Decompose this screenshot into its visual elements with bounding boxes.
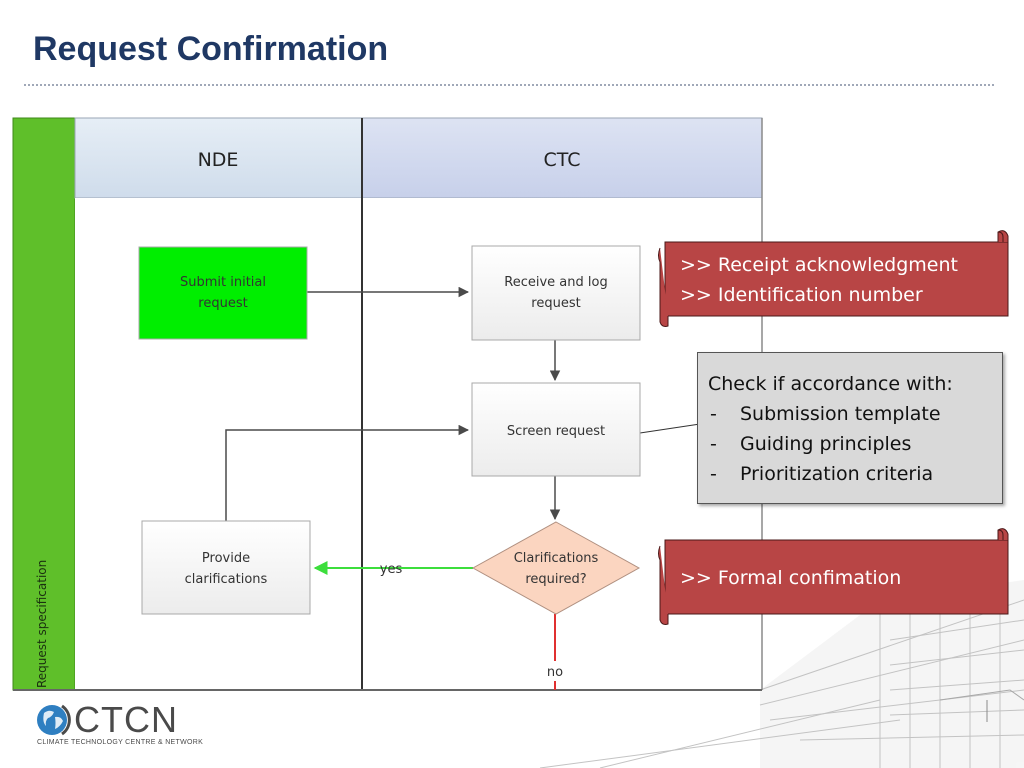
phase-label: Request specification — [35, 560, 49, 688]
lane-label-nde: NDE — [198, 149, 239, 171]
globe-icon — [37, 704, 71, 736]
title-divider — [24, 84, 994, 86]
ctcn-logo: CTCN CLIMATE TECHNOLOGY CENTRE & NETWORK — [36, 699, 203, 746]
receive-log-label-line1: Receive and log — [504, 275, 607, 290]
slide-title: Request Confirmation — [33, 30, 389, 68]
provide-clarifications-label-line2: clarifications — [185, 572, 268, 587]
check-heading: Check if accordance with: — [708, 373, 953, 395]
submit-request-label-line1: Submit initial — [180, 275, 266, 290]
submit-request-label-line2: request — [198, 296, 247, 311]
submit-request-box — [138, 246, 308, 340]
decision-label-line1: Clarifications — [514, 551, 599, 566]
arrow-clarifications-to-screen — [225, 424, 470, 521]
lane-header-nde — [74, 117, 363, 199]
check-item: Submission template — [708, 399, 992, 429]
receive-log-label-line2: request — [531, 296, 580, 311]
check-item: Guiding principles — [708, 429, 992, 459]
check-callout-box: Check if accordance with: Submission tem… — [697, 352, 1003, 504]
lane-header-ctc — [361, 117, 763, 199]
identification-line: >> Identification number — [680, 284, 923, 306]
logo-wordmark: CTCN — [74, 699, 178, 740]
phase-bar — [13, 118, 75, 690]
decision-label-line2: required? — [525, 572, 586, 587]
building-sketch-illustration — [539, 580, 1024, 768]
formal-scroll-callout — [658, 528, 1009, 625]
check-item: Prioritization criteria — [708, 459, 992, 489]
screen-request-box — [471, 382, 641, 477]
yes-label: yes — [380, 562, 403, 577]
receipt-callout-text: >> Receipt acknowledgment >> Identificat… — [680, 250, 958, 310]
logo-subtitle: CLIMATE TECHNOLOGY CENTRE & NETWORK — [37, 739, 204, 746]
receipt-scroll-callout — [658, 230, 1009, 327]
clarifications-decision — [471, 521, 641, 615]
no-label: no — [547, 665, 563, 680]
receipt-line: >> Receipt acknowledgment — [680, 254, 958, 276]
lane-label-ctc: CTC — [543, 149, 580, 171]
formal-callout-text: >> Formal confimation — [680, 567, 902, 589]
provide-clarifications-label-line1: Provide — [202, 551, 250, 566]
receive-log-box — [471, 245, 641, 341]
provide-clarifications-box — [141, 520, 311, 615]
check-callout-leader — [639, 423, 701, 434]
screen-request-label: Screen request — [507, 424, 605, 439]
check-list: Submission template Guiding principles P… — [708, 399, 992, 489]
